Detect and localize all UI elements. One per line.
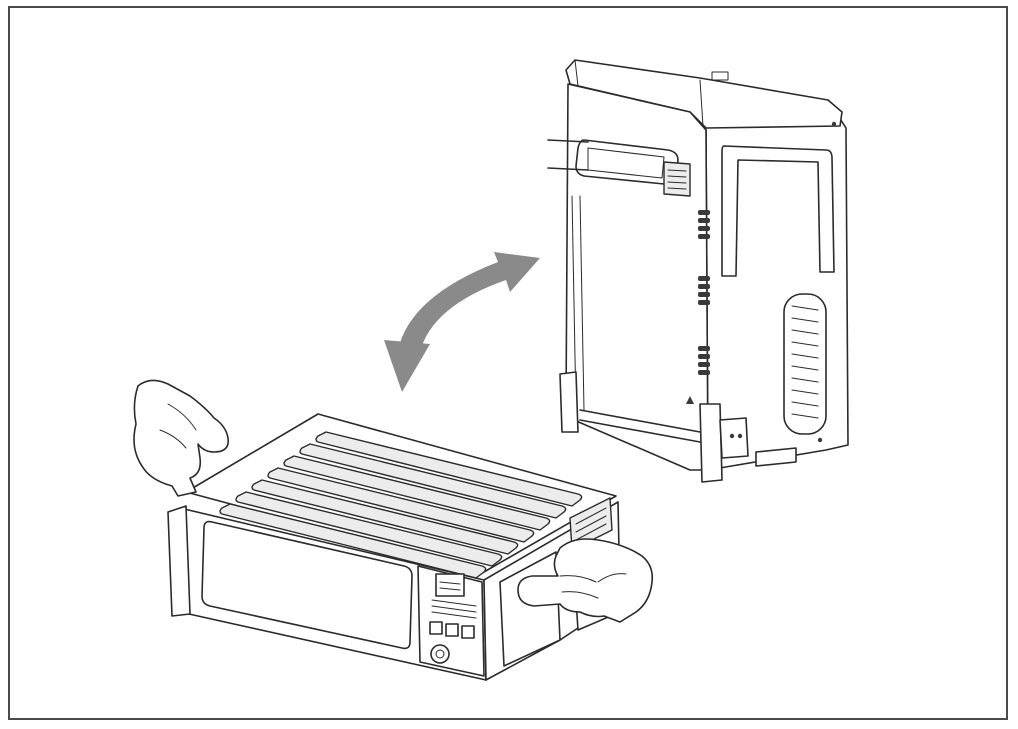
oven-flat-icon [167,413,621,681]
oven-upright-icon [547,59,849,483]
rotate-arrow-icon [384,252,540,392]
right-hand-icon [517,538,654,623]
left-hand-icon [133,379,230,497]
